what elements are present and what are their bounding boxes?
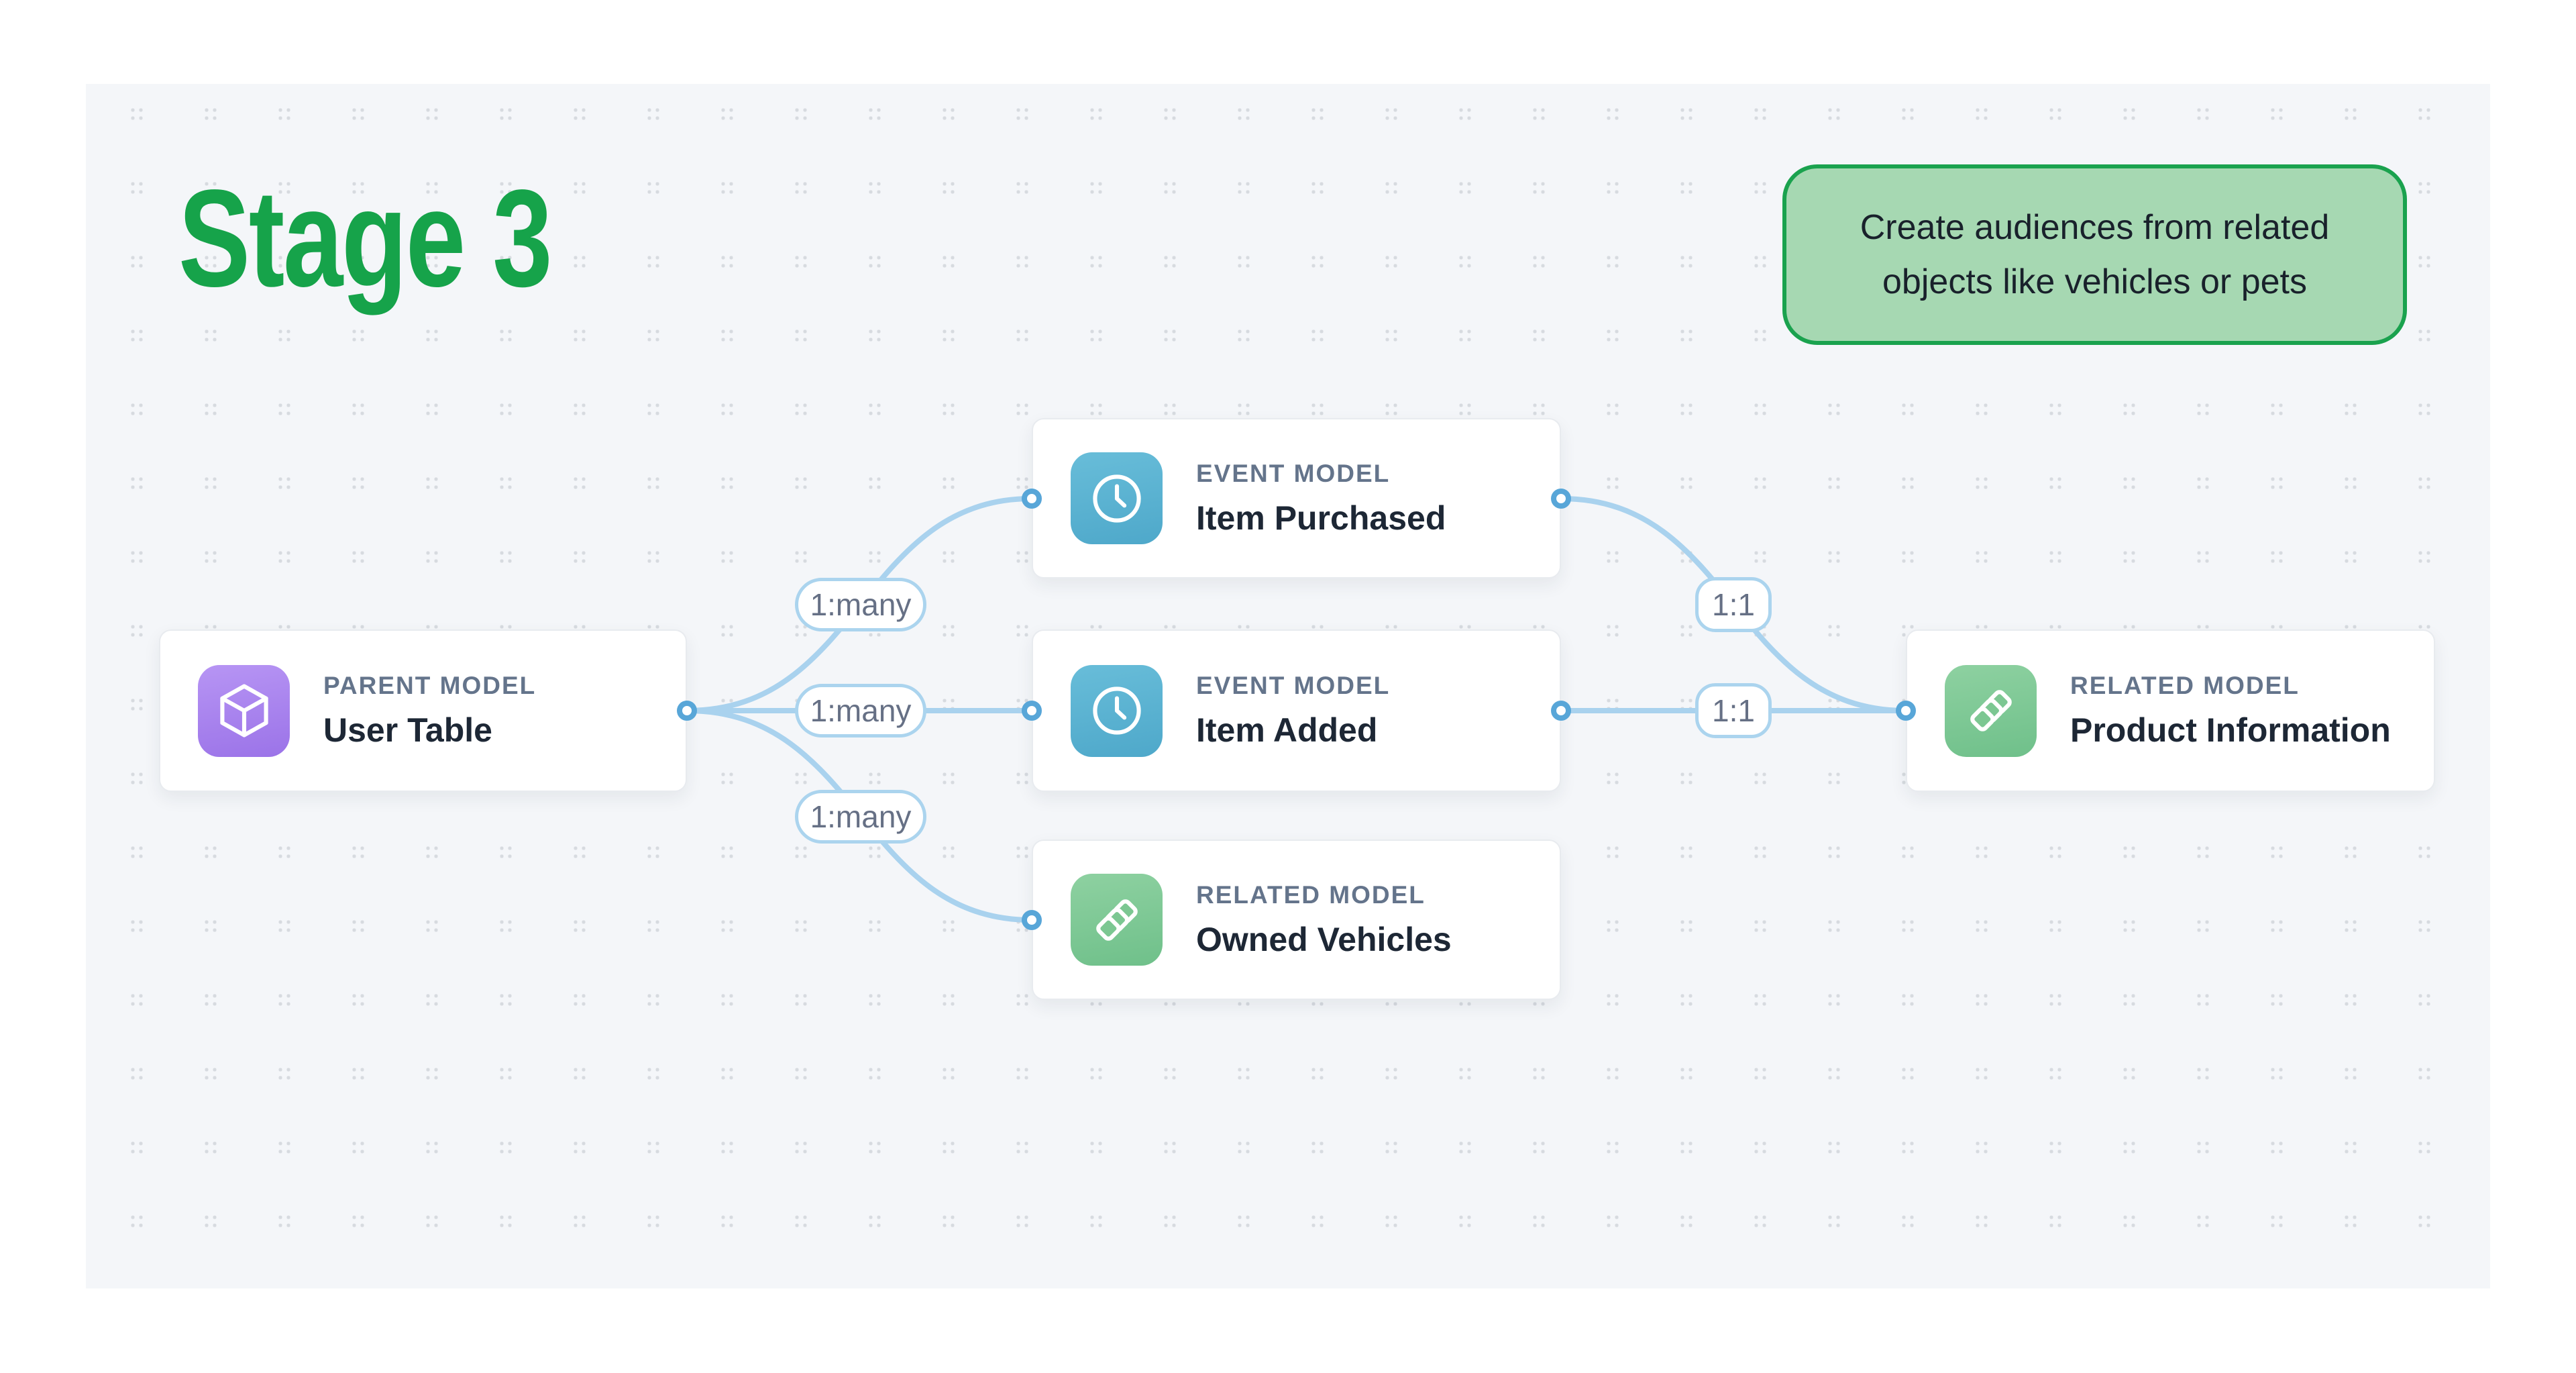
node-type-label: RELATED MODEL [2070,672,2300,699]
node-type-label: PARENT MODEL [323,672,537,699]
node-text: RELATED MODEL Owned Vehicles [1196,881,1452,959]
layers-icon [1945,664,2037,757]
node-text: PARENT MODEL User Table [323,672,536,750]
clock-icon [1071,664,1163,757]
node-text: RELATED MODEL Product Information [2070,672,2391,750]
node-type-label: RELATED MODEL [1196,880,1426,909]
page-title: Stage 3 [178,161,553,315]
node-user-table[interactable]: PARENT MODEL User Table [159,629,687,792]
edge-label-one-to-many[interactable]: 1:many [795,684,926,738]
callout-text: Create audiences from related objects li… [1860,207,2330,301]
layers-icon [1071,874,1163,966]
node-owned-vehicles[interactable]: RELATED MODEL Owned Vehicles [1032,840,1561,1000]
edge-label-one-to-many[interactable]: 1:many [795,578,926,631]
callout-note: Create audiences from related objects li… [1782,164,2407,345]
edge-label-one-to-one[interactable]: 1:1 [1695,683,1772,738]
node-item-purchased[interactable]: EVENT MODEL Item Purchased [1032,418,1561,578]
node-product-information[interactable]: RELATED MODEL Product Information [1906,629,2435,792]
clock-icon [1071,452,1163,544]
node-name: Owned Vehicles [1196,920,1452,958]
node-text: EVENT MODEL Item Added [1196,672,1390,750]
node-name: Item Added [1196,711,1378,749]
node-text: EVENT MODEL Item Purchased [1196,460,1446,538]
node-type-label: EVENT MODEL [1196,672,1391,699]
node-type-label: EVENT MODEL [1196,459,1391,487]
cube-icon [198,664,290,757]
node-name: User Table [323,711,492,749]
edge-label-one-to-one[interactable]: 1:1 [1695,577,1772,632]
node-name: Product Information [2070,711,2391,749]
node-name: Item Purchased [1196,499,1446,537]
edge-label-one-to-many[interactable]: 1:many [795,790,926,844]
node-item-added[interactable]: EVENT MODEL Item Added [1032,629,1561,792]
